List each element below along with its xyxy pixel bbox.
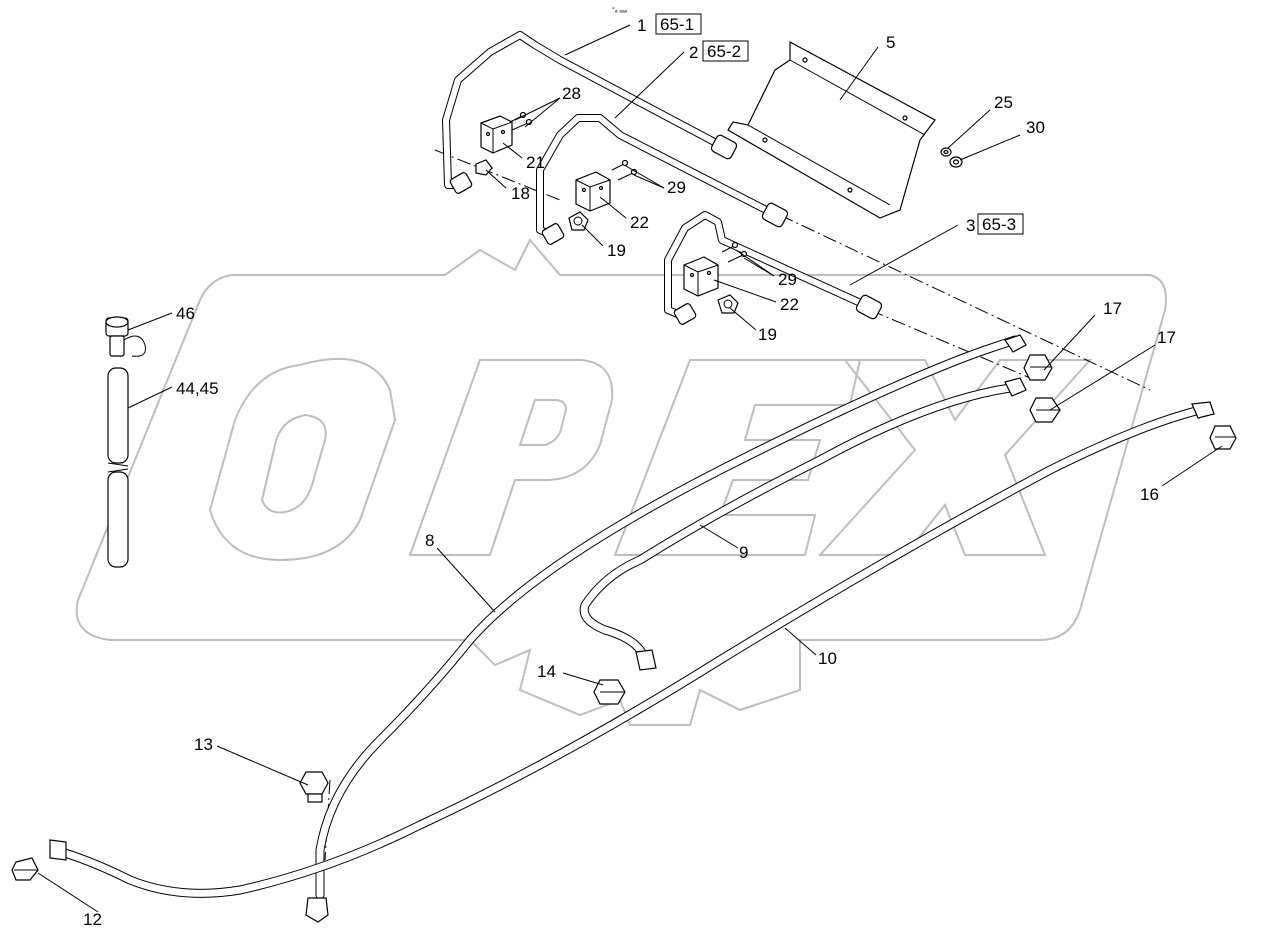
ref-callout-3: 3 65-3 (966, 213, 1024, 235)
centerline-b (779, 214, 1151, 391)
tube-nut (761, 202, 789, 228)
cover-plate-5 (727, 40, 936, 219)
ref-number-2: 2 (689, 43, 698, 62)
callout-9: 9 (739, 543, 748, 562)
callout-14: 14 (537, 662, 556, 681)
centerline-a (434, 149, 561, 201)
ref-number-3: 3 (966, 216, 975, 235)
opex-watermark-logo (75, 238, 1167, 726)
tube-nut (710, 134, 738, 160)
ref-box-2 (702, 40, 749, 62)
ref-callout-2: 2 65-2 (689, 40, 749, 62)
callout-17a: 17 (1103, 299, 1122, 318)
callout-18: 18 (511, 184, 530, 203)
tube-end-fitting (449, 172, 473, 194)
hose-44-45 (107, 367, 129, 568)
steel-tube-1 (442, 31, 738, 194)
callout-21: 21 (526, 153, 545, 172)
clamp-block-22b (683, 256, 719, 297)
callout-29a: 29 (667, 178, 686, 197)
washer-25 (940, 147, 952, 157)
ref-number-1: 1 (637, 16, 646, 35)
header-marker: °ₐ ₐₐₐ (612, 6, 628, 14)
centerline-c (869, 309, 1036, 381)
callout-30: 30 (1026, 118, 1045, 137)
tube-end-fitting (673, 303, 697, 325)
centerlines (324, 149, 1151, 861)
callout-8: 8 (425, 531, 434, 550)
plug-19a (568, 211, 589, 231)
ref-box-text-2: 65-2 (707, 42, 741, 61)
clamp-block-21 (480, 115, 513, 154)
tee-bottom-fitting (305, 897, 329, 923)
callout-12: 12 (83, 910, 102, 929)
callout-28: 28 (562, 84, 581, 103)
ref-callout-1: 1 65-1 (637, 13, 702, 35)
callout-29b: 29 (778, 270, 797, 289)
callout-19a: 19 (607, 241, 626, 260)
ref-box-3 (977, 213, 1024, 235)
fitting-16 (1209, 425, 1237, 450)
callout-19b: 19 (758, 325, 777, 344)
plug-19b (717, 294, 739, 314)
nut-30 (949, 156, 963, 168)
bolts-28 (509, 111, 533, 131)
callout-25: 25 (994, 93, 1013, 112)
centerline-d (324, 779, 331, 861)
callout-46: 46 (176, 304, 195, 323)
hose-10 (49, 401, 1215, 898)
leader-lines (37, 24, 1223, 913)
bolts-29a (611, 159, 638, 181)
callout-17b: 17 (1157, 328, 1176, 347)
callout-22a: 22 (630, 213, 649, 232)
ref-box-1 (655, 13, 702, 35)
hose-9 (579, 377, 1027, 671)
steel-tube-2 (536, 114, 789, 245)
hose-8 (315, 334, 1027, 900)
callout-5: 5 (886, 33, 895, 52)
quick-coupler-46 (105, 316, 146, 357)
callout-16: 16 (1140, 485, 1159, 504)
tube-nut (855, 294, 883, 320)
clamp-block-22a (575, 171, 611, 212)
fitting-17a (1023, 354, 1053, 381)
steel-tube-3 (664, 211, 883, 325)
ref-box-text-1: 65-1 (660, 15, 694, 34)
fitting-13 (299, 771, 329, 803)
callout-10: 10 (818, 649, 837, 668)
ref-box-text-3: 65-3 (982, 215, 1016, 234)
callout-44-45: 44,45 (176, 379, 219, 398)
fitting-17b (1029, 397, 1061, 423)
callout-13: 13 (194, 735, 213, 754)
fitting-14 (593, 679, 626, 705)
bolts-29b (721, 241, 748, 263)
fitting-12 (11, 857, 39, 881)
tube-end-fitting (541, 223, 565, 245)
callout-22b: 22 (780, 295, 799, 314)
